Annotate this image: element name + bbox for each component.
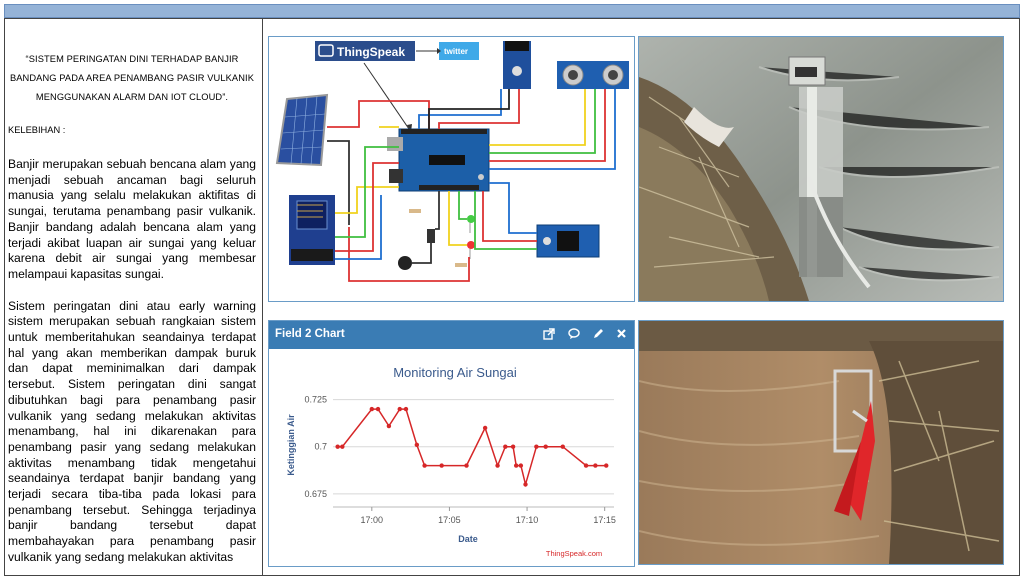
data-point[interactable] (518, 463, 524, 468)
thingspeak-label: ThingSpeak (337, 45, 405, 59)
y-tick-label: 0.725 (304, 395, 327, 405)
wiring-diagram: ThingSpeak twitter (268, 36, 635, 302)
page-frame (4, 18, 1020, 576)
arduino-board (387, 128, 490, 192)
twitter-logo: twitter (439, 42, 479, 60)
comment-icon[interactable] (568, 328, 580, 342)
title-line: BANDANG PADA AREA PENAMBANG PASIR VULKAN… (9, 73, 255, 83)
data-point[interactable] (593, 463, 598, 468)
esp8266-module (289, 195, 335, 265)
section-heading: KELEBIHAN : (8, 125, 66, 135)
data-point[interactable] (439, 463, 444, 468)
photo-river-sensor (639, 321, 1003, 564)
ultrasonic-sensor (557, 61, 629, 89)
photo-river-pipe (639, 37, 1003, 301)
x-tick-label: 17:10 (516, 515, 539, 525)
y-tick-label: 0.7 (314, 442, 327, 452)
x-axis-label: Date (458, 534, 478, 544)
photo-sensor-in-river (638, 320, 1004, 565)
data-point[interactable] (510, 444, 516, 449)
paragraph-banjir: Banjir merupakan sebuah bencana alam yan… (8, 157, 256, 281)
data-point[interactable] (560, 444, 565, 449)
chart-header-title: Field 2 Chart (275, 328, 345, 340)
data-point[interactable] (397, 406, 402, 412)
data-point[interactable] (482, 425, 488, 431)
wiring-diagram-svg: ThingSpeak twitter (275, 41, 629, 282)
wires (327, 89, 616, 282)
data-point[interactable] (340, 444, 345, 449)
paragraph-sistem-peringatan: Sistem peringatan dini atau early warnin… (8, 298, 256, 564)
field-2-chart-widget: Field 2 Chart Monitoring Air Sungai 17:0… (268, 320, 635, 567)
data-point[interactable] (543, 444, 548, 449)
y-tick-label: 0.675 (304, 489, 327, 499)
x-tick-label: 17:15 (593, 515, 616, 525)
series-line (337, 408, 607, 488)
twitter-label: twitter (444, 47, 468, 56)
data-point[interactable] (414, 442, 420, 448)
chart-plot: Monitoring Air Sungai 17:00 17:05 17:10 17:… (286, 365, 616, 558)
data-point[interactable] (422, 463, 427, 468)
x-tick-label: 17:00 (361, 515, 384, 525)
data-point[interactable] (503, 444, 508, 449)
pencil-icon[interactable] (592, 328, 604, 342)
close-icon[interactable] (616, 328, 627, 341)
chart-header: Field 2 Chart (269, 321, 634, 349)
data-point[interactable] (386, 423, 392, 429)
data-point[interactable] (583, 463, 589, 468)
thingspeak-credit: ThingSpeak.com (546, 549, 602, 558)
data-point[interactable] (375, 406, 381, 412)
data-point[interactable] (523, 482, 528, 487)
title-line: “SISTEM PERINGATAN DINI TERHADAP BANJIR (25, 54, 239, 64)
text-column: “SISTEM PERINGATAN DINI TERHADAP BANJIR … (8, 50, 256, 566)
data-point[interactable] (495, 463, 500, 468)
led-red (467, 241, 475, 259)
transistor (427, 229, 435, 243)
column-divider (262, 18, 263, 576)
data-point[interactable] (513, 463, 519, 468)
solar-panel (275, 93, 329, 167)
title-line: MENGGUNAKAN ALARM DAN IOT CLOUD”. (35, 92, 229, 102)
external-link-icon[interactable] (543, 328, 555, 342)
led-green (467, 215, 475, 233)
data-point[interactable] (335, 444, 340, 449)
x-tick-label: 17:05 (438, 515, 461, 525)
y-axis-label: Ketinggian Air (286, 414, 296, 476)
rtc-module (536, 224, 600, 258)
photo-sensor-installation (638, 36, 1004, 302)
data-point[interactable] (534, 444, 539, 449)
thingspeak-logo: ThingSpeak (315, 41, 415, 61)
buzzer (398, 256, 412, 270)
chart-title: Monitoring Air Sungai (393, 365, 517, 380)
header-bar (4, 4, 1020, 18)
resistor (455, 263, 467, 267)
data-point[interactable] (464, 463, 469, 468)
data-point[interactable] (403, 406, 409, 412)
document-title: “SISTEM PERINGATAN DINI TERHADAP BANJIR … (8, 50, 256, 107)
data-point[interactable] (369, 406, 375, 412)
data-point[interactable] (604, 463, 609, 468)
resistor (409, 209, 421, 213)
water-sensor-module (503, 41, 531, 89)
